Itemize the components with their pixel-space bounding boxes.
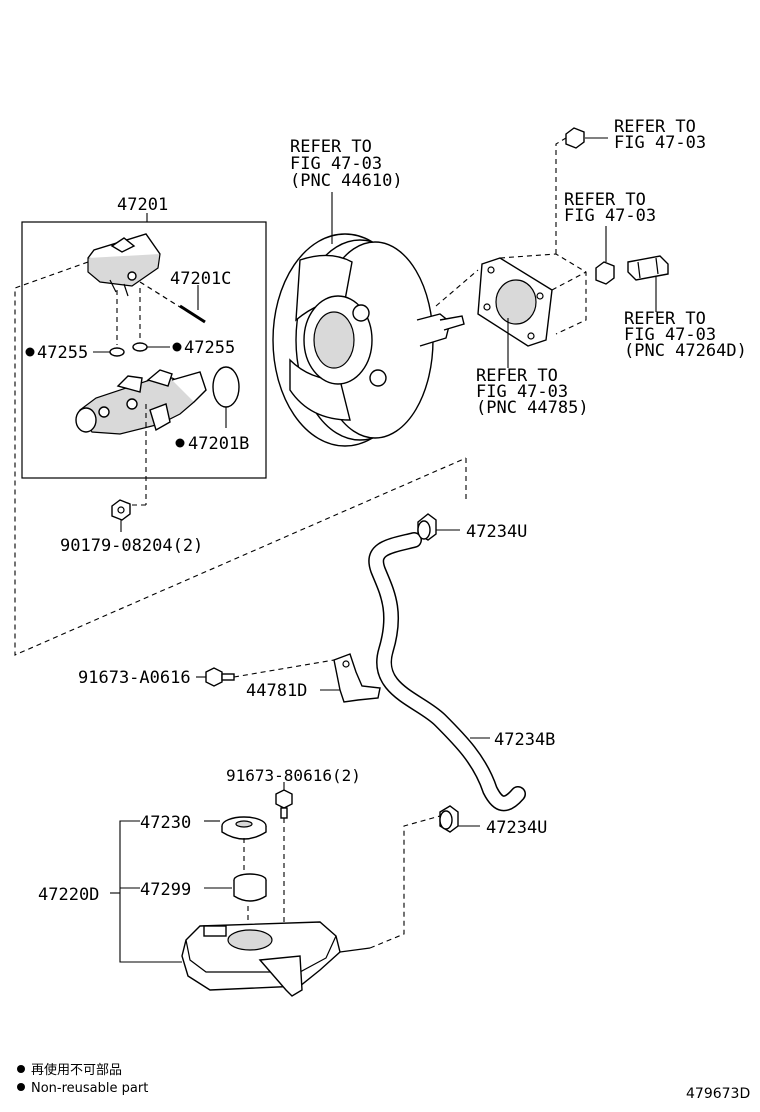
bracket-ref-line3: (PNC 47264D) [624, 341, 747, 361]
plate-ref-line2: FIG 47-03 [476, 382, 568, 402]
pin-47201c-drawing [139, 281, 206, 324]
master-cylinder-group: 47201 47201C 47255 47255 [21, 195, 267, 506]
callout-bracket-ref: REFER TO FIG 47-03 (PNC 47264D) [624, 309, 747, 361]
label-47299: 47299 [140, 880, 191, 900]
nut-top-right-drawing [565, 127, 585, 149]
grommet-left-drawing [109, 347, 125, 357]
clamp-47234u-bottom-drawing [439, 805, 459, 833]
bracket-ref-line2: FIG 47-03 [624, 325, 716, 345]
hose-bracket-44781d-drawing [333, 653, 381, 703]
legend-line1: 再使用不可部品 [31, 1062, 122, 1078]
callout-plate-ref: REFER TO FIG 47-03 (PNC 44785) [476, 366, 589, 418]
reservoir-tank-drawing [87, 233, 161, 297]
o-ring-drawing [212, 366, 240, 408]
booster-ref-line1: REFER TO [290, 137, 372, 157]
label-47234u-top: 47234U [466, 522, 527, 542]
label-44781d: 44781D [246, 681, 307, 701]
plate-ref-line3: (PNC 44785) [476, 398, 589, 418]
bracket-47264d-drawing [627, 255, 669, 281]
label-47201: 47201 [117, 195, 168, 215]
label-91673-80616: 91673-80616(2) [226, 766, 361, 785]
bolt-91673-80616-drawing [275, 789, 293, 819]
plate-ref-line1: REFER TO [476, 366, 558, 386]
brake-booster-drawing [272, 233, 465, 447]
callout-top-right-ref: REFER TO FIG 47-03 [614, 117, 706, 153]
top-right-ref-line2: FIG 47-03 [614, 133, 706, 153]
nut-90179-drawing [111, 499, 131, 521]
mid-right-ref-line1: REFER TO [564, 190, 646, 210]
legend-line2: Non-reusable part [31, 1081, 148, 1096]
nonreusable-mark-47255-right [172, 342, 182, 352]
label-47220d: 47220D [38, 885, 99, 905]
legend-dot-2 [17, 1083, 25, 1091]
bolt-91673-a0616-drawing [205, 667, 235, 687]
legend-dot-1 [17, 1065, 25, 1073]
label-47234u-bottom: 47234U [486, 818, 547, 838]
top-right-ref-line1: REFER TO [614, 117, 696, 137]
filter-47299-drawing [233, 873, 267, 902]
clamp-47234u-top-drawing [417, 513, 437, 541]
label-47230: 47230 [140, 813, 191, 833]
label-91673-a0616: 91673-A0616 [78, 668, 191, 688]
booster-ref-line2: FIG 47-03 [290, 154, 382, 174]
label-90179: 90179-08204(2) [60, 536, 203, 556]
guide-line-main [14, 261, 467, 656]
label-47201b: 47201B [188, 434, 249, 454]
legend: 再使用不可部品 Non-reusable part [17, 1062, 148, 1096]
group-box [21, 221, 267, 479]
booster-ref-line3: (PNC 44610) [290, 171, 403, 191]
label-47234b: 47234B [494, 730, 555, 750]
reservoir-tank-47220d-drawing [181, 921, 371, 997]
callout-booster-ref: REFER TO FIG 47-03 (PNC 44610) [290, 137, 403, 191]
grommet-right-drawing [132, 342, 148, 352]
label-47201c: 47201C [170, 269, 231, 289]
nonreusable-mark-47201b [175, 438, 185, 448]
figure-id: 479673D [686, 1086, 750, 1102]
nonreusable-mark-47255-left [25, 347, 35, 357]
label-47255-right: 47255 [184, 338, 235, 358]
nut-mid-right-drawing [595, 261, 615, 285]
vacuum-hose-drawing [368, 532, 526, 812]
bracket-ref-line1: REFER TO [624, 309, 706, 329]
mid-right-ref-line2: FIG 47-03 [564, 206, 656, 226]
callout-mid-right-ref: REFER TO FIG 47-03 [564, 190, 656, 226]
label-47255-left: 47255 [37, 343, 88, 363]
gasket-plate-drawing [477, 257, 553, 347]
master-cylinder-drawing [75, 369, 207, 435]
cap-47230-drawing [221, 816, 267, 840]
